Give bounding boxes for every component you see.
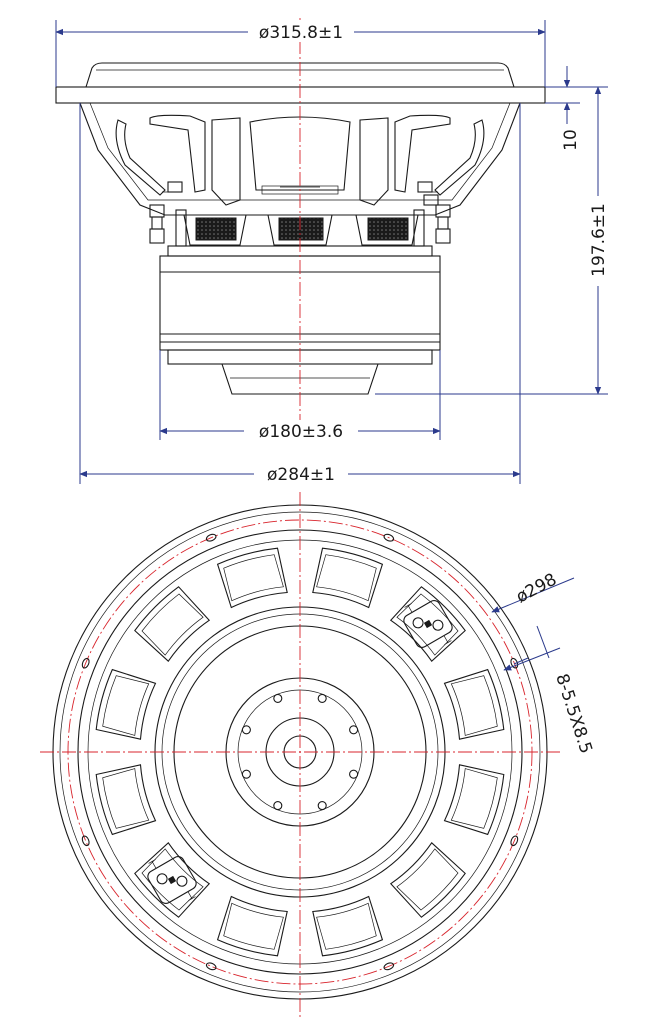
magnet-diameter-label: ø180±3.6 xyxy=(259,422,343,442)
top-diameter-label: ø315.8±1 xyxy=(259,23,343,43)
spoke-window xyxy=(443,764,505,836)
dimension-mount-holes: 8-5.5X8.5 xyxy=(503,625,596,756)
spoke-window-inner xyxy=(396,848,459,911)
dimension-basket-diameter: ø284±1 xyxy=(79,103,521,485)
spoke-window xyxy=(443,668,505,740)
dimension-total-depth: 197.6±1 xyxy=(375,86,610,395)
mounting-hole xyxy=(81,835,90,847)
spoke-window xyxy=(312,547,384,609)
screw-hole xyxy=(241,769,251,779)
flange-height-label: 10 xyxy=(561,129,581,151)
basket-spokes-side xyxy=(115,114,485,206)
basket-outline xyxy=(79,102,521,216)
terminal-left xyxy=(149,181,187,247)
terminal-right xyxy=(413,181,451,247)
screw-hole xyxy=(317,801,327,811)
spoke-window-inner xyxy=(316,902,377,950)
spoke-window xyxy=(312,895,384,957)
screw-hole xyxy=(317,693,327,703)
mounting-flange xyxy=(55,86,546,104)
mounting-holes xyxy=(81,533,519,971)
screw-hole xyxy=(273,693,283,703)
screw-hole xyxy=(241,725,251,735)
back-plate-screws xyxy=(241,693,359,811)
mounting-hole xyxy=(383,962,395,971)
spoke-window xyxy=(134,841,211,918)
screw-hole xyxy=(273,801,283,811)
terminal-front-bottom-left xyxy=(147,856,197,904)
mounting-hole xyxy=(205,533,217,542)
spoke-window-inner xyxy=(141,593,204,656)
spoke-window-inner xyxy=(450,768,498,829)
mount-holes-label: 8-5.5X8.5 xyxy=(551,671,596,756)
spoke-window-inner xyxy=(102,768,150,829)
dimension-bolt-circle: ø298 xyxy=(491,570,575,613)
screw-hole xyxy=(349,769,359,779)
spoke-window-inner xyxy=(450,675,498,736)
screw-hole xyxy=(349,725,359,735)
spoke-window-inner xyxy=(316,554,377,602)
total-depth-label: 197.6±1 xyxy=(589,203,609,277)
spoke-window xyxy=(389,586,466,663)
mounting-hole xyxy=(510,657,519,669)
dimension-top-diameter: ø315.8±1 xyxy=(55,20,546,87)
spoke-window xyxy=(216,895,288,957)
mounting-hole xyxy=(510,835,519,847)
dimension-magnet-diameter: ø180±3.6 xyxy=(159,350,441,442)
side-view xyxy=(55,62,546,395)
cooling-vents xyxy=(183,214,419,246)
spoke-window-inner xyxy=(223,554,284,602)
bolt-circle-label: ø298 xyxy=(513,570,560,608)
spoke-window-inner xyxy=(223,902,284,950)
mounting-hole xyxy=(205,962,217,971)
dimension-flange-height: 10 xyxy=(545,66,581,151)
spoke-window xyxy=(216,547,288,609)
frame-inner-circle xyxy=(77,529,523,975)
spoke-window xyxy=(95,764,157,836)
spoke-window xyxy=(389,841,466,918)
spoke-window-inner xyxy=(102,675,150,736)
terminal-front-top-right xyxy=(403,600,453,648)
basket-diameter-label: ø284±1 xyxy=(267,465,335,485)
spoke-window xyxy=(95,668,157,740)
mounting-hole xyxy=(81,657,90,669)
mounting-hole xyxy=(383,533,395,542)
basket-spokes-front xyxy=(95,547,505,957)
spoke-window xyxy=(134,586,211,663)
